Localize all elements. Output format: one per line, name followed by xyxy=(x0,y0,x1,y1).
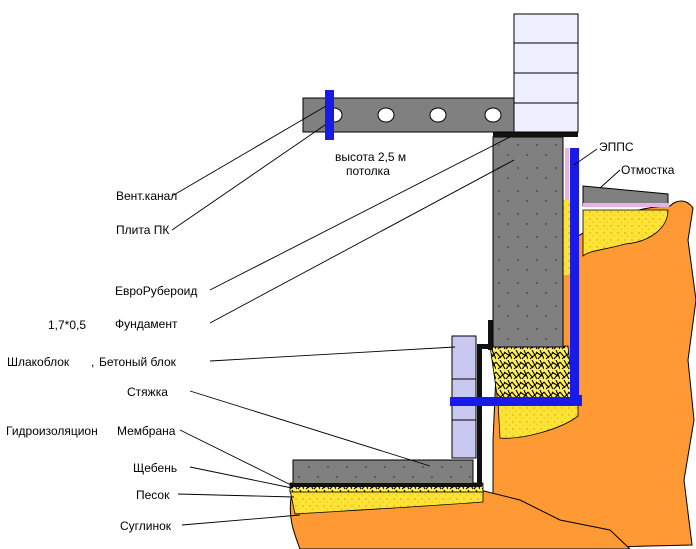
label-dimension: 1,7*0,5 xyxy=(48,318,86,332)
membrane-return xyxy=(477,344,492,349)
leader-lines xyxy=(171,105,621,526)
label-sand: Песок xyxy=(136,488,170,502)
label-membrane: Мембрана xyxy=(117,424,176,438)
label-concrete-block: Бетоный блок xyxy=(99,355,177,369)
label-ceiling-height-2: потолка xyxy=(346,164,390,178)
sand-layer xyxy=(289,489,484,515)
label-screed: Стяжка xyxy=(127,385,168,399)
gravel-backfill xyxy=(489,345,575,403)
label-blind-area: Отмостка xyxy=(621,163,675,177)
label-ceiling-height-1: высота 2,5 м xyxy=(335,150,406,164)
euroruberoid-strip xyxy=(493,132,578,137)
label-slag-block: Шлакоблок xyxy=(7,355,70,369)
label-waterproofing: Гидроизоляцион xyxy=(6,424,98,438)
label-foundation: Фундамент xyxy=(115,317,178,331)
sand-backfill xyxy=(497,401,579,439)
label-gravel: Щебень xyxy=(133,461,177,475)
label-euroruberoid: ЕвроРубероид xyxy=(115,284,197,298)
membrane-upper xyxy=(488,320,493,350)
epps-pink-layer xyxy=(565,148,569,200)
label-loam: Суглинок xyxy=(120,519,172,533)
label-epps: ЭППС xyxy=(599,140,634,154)
vent-channel xyxy=(325,90,334,140)
hollow-core-slab xyxy=(302,97,515,133)
label-comma: , xyxy=(91,355,94,369)
label-vent-channel: Вент.канал xyxy=(116,189,177,203)
label-slab-pk: Плита ПК xyxy=(116,223,169,237)
screed-slab xyxy=(292,459,474,485)
brick-wall xyxy=(513,13,579,133)
sand-under-blind-area xyxy=(582,209,669,257)
foundation-block xyxy=(492,136,564,348)
